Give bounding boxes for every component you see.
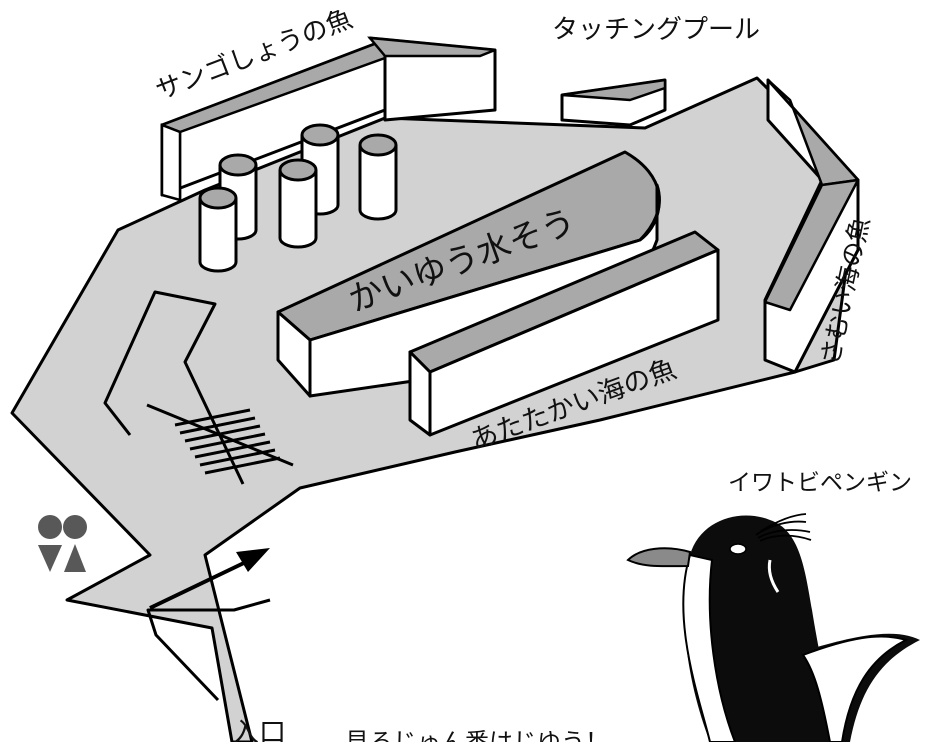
cylinder-tank (358, 133, 398, 221)
restroom-icon (38, 515, 87, 572)
penguin-illustration (626, 513, 920, 742)
label-entrance: 入口 (232, 718, 286, 742)
warm-sea-tank (408, 230, 720, 437)
coral-reef-tank (160, 36, 497, 202)
cylinder-tank (278, 158, 318, 249)
cylinder-tank (198, 186, 238, 273)
touching-pool-tank (560, 78, 667, 127)
label-free-order: 見るじゅん番はじゆう！ (345, 728, 609, 742)
cylinder-tanks (198, 123, 398, 273)
stairs (174, 408, 281, 475)
label-touching-pool: タッチングプール (552, 15, 760, 45)
label-penguin: イワトビペンギン (728, 470, 912, 496)
cold-sea-tank (763, 78, 860, 374)
route-arrow-icon (149, 548, 270, 610)
